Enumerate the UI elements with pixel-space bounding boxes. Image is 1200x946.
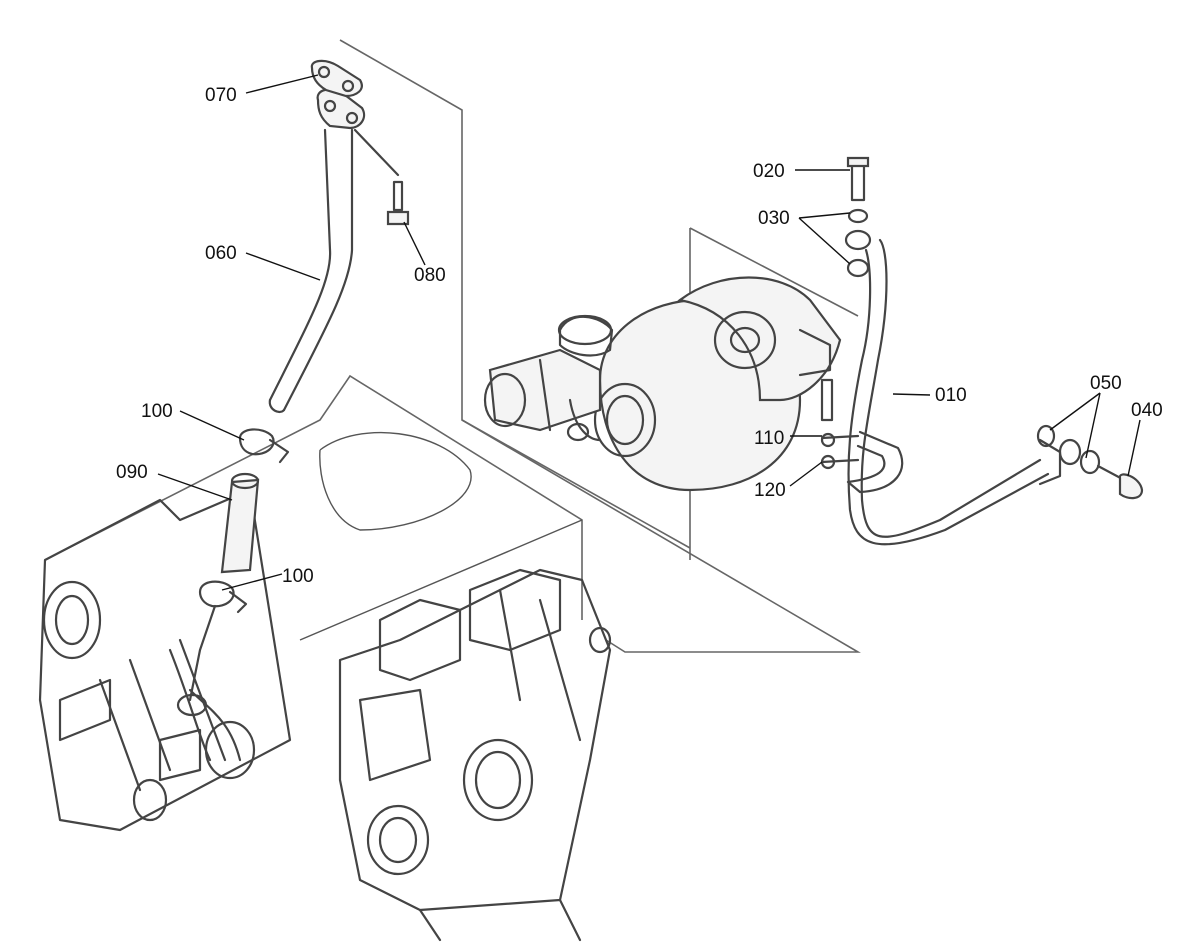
leader-lines — [157, 74, 1141, 591]
label-010: 010 — [935, 385, 967, 406]
label-120: 120 — [754, 480, 786, 501]
label-040: 040 — [1131, 400, 1163, 421]
label-090: 090 — [116, 462, 148, 483]
part-labels: 070 060 080 100 090 100 020 030 010 110 … — [116, 85, 1163, 587]
label-110: 110 — [754, 428, 784, 449]
oil-return-pipe — [268, 59, 410, 414]
label-020: 020 — [753, 161, 785, 182]
label-050: 050 — [1090, 373, 1122, 394]
label-070: 070 — [205, 85, 237, 106]
label-100-upper: 100 — [141, 401, 173, 422]
oil-feed-pipe — [820, 156, 1144, 546]
oil-hose — [176, 428, 290, 717]
engine-block — [38, 374, 612, 942]
label-030: 030 — [758, 208, 790, 229]
label-060: 060 — [205, 243, 237, 264]
turbocharger — [483, 276, 842, 492]
label-080: 080 — [414, 265, 446, 286]
label-100-lower: 100 — [282, 566, 314, 587]
